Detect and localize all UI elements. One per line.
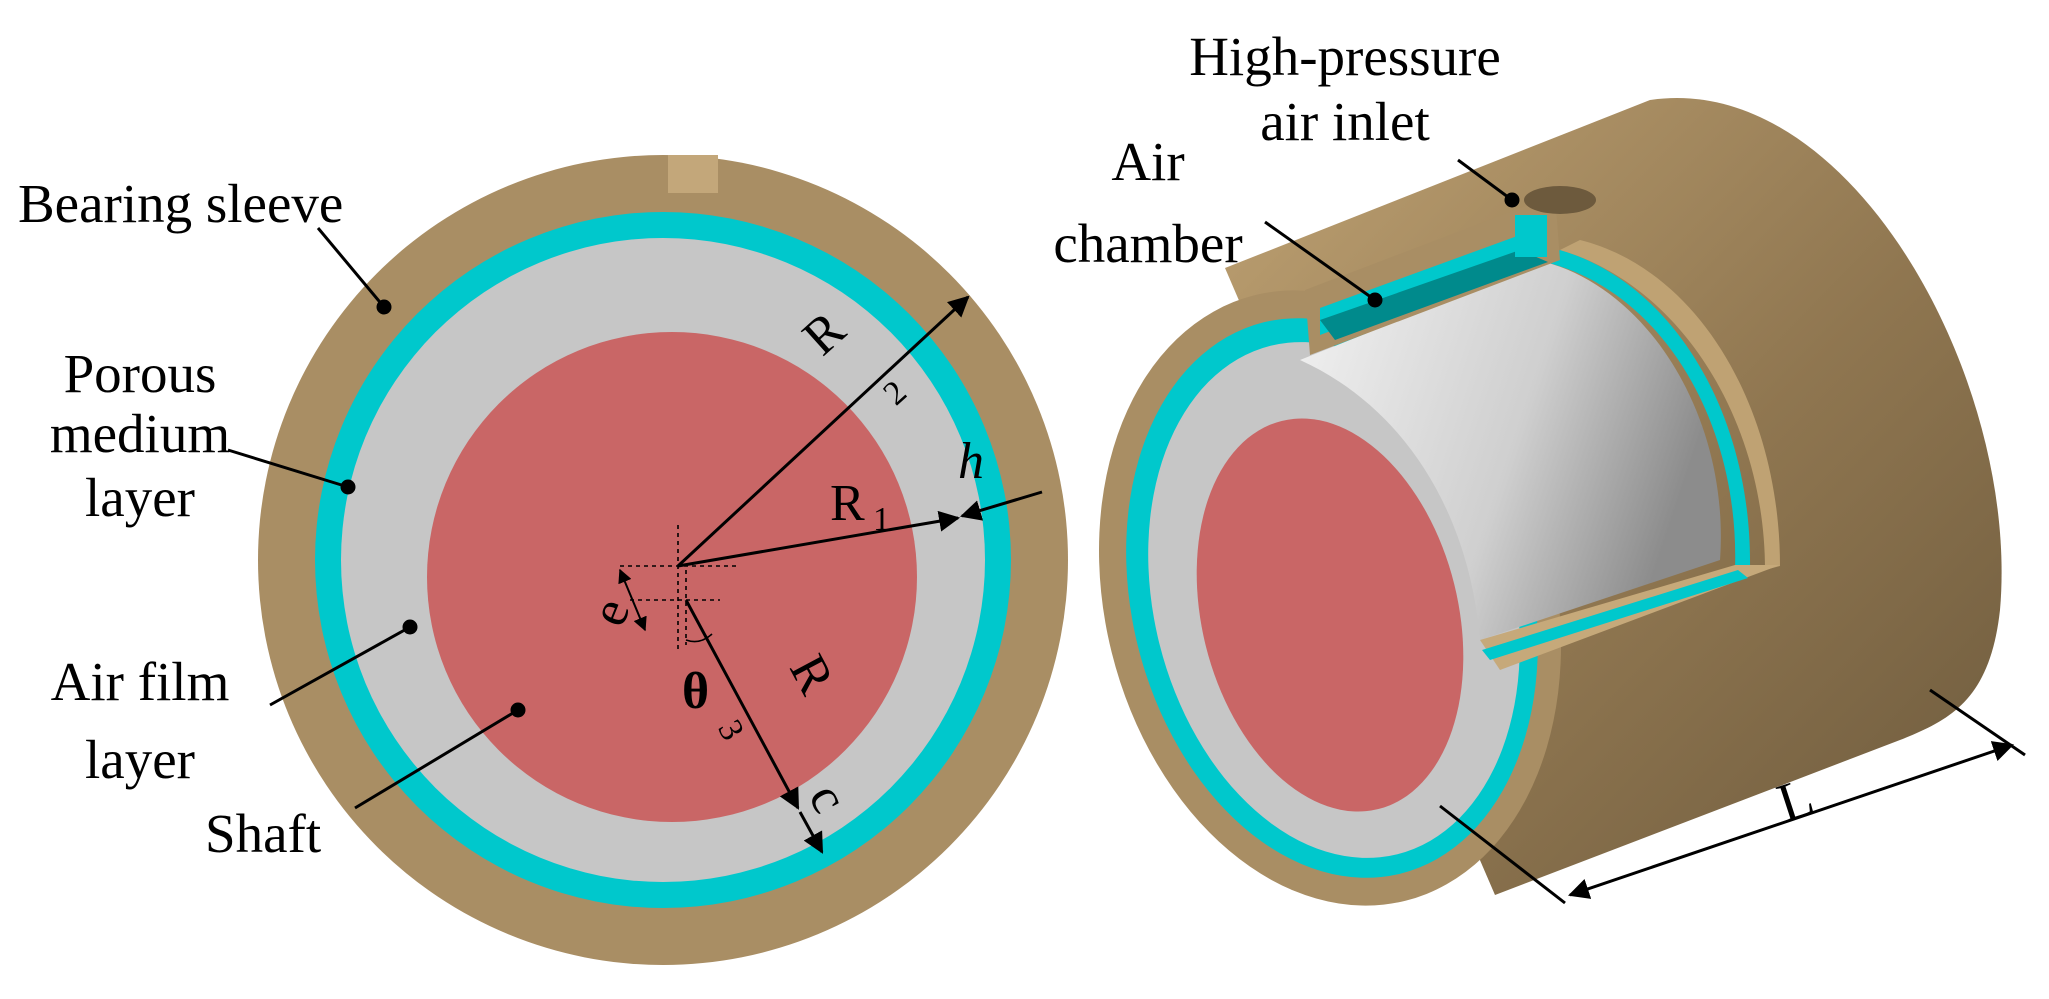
cut-edge-sleeve [1560,240,1780,570]
label-inlet-line1: High-pressure [1189,26,1501,87]
inlet-hole [1524,186,1596,214]
e-line [618,568,647,632]
c-line [798,811,824,854]
label-air-film-line2: layer [85,729,195,790]
shaft-disc [427,332,917,822]
r2-line [676,295,970,568]
left-cross-section: Bearing sleeve Porous medium layer Air f… [18,155,1068,965]
inlet-notch [668,155,718,193]
label-chamber-line1: Air [1111,131,1184,192]
length-dimension-line [1568,741,2014,899]
label-bearing-sleeve: Bearing sleeve [18,173,343,234]
front-shaft-face [1196,418,1464,812]
cut-bottom-porous [1482,570,1748,660]
h-line [959,490,1043,521]
inlet-port [1515,215,1547,257]
symbol-theta: θ [682,663,709,720]
right-cutaway-view: High-pressure air inlet Air chamber L [1053,26,2026,906]
label-shaft: Shaft [205,803,321,864]
label-inlet-line2: air inlet [1260,91,1430,152]
label-chamber-line2: chamber [1053,213,1242,274]
symbol-r1: R [830,475,865,532]
label-air-film-line1: Air film [51,651,230,712]
leader-lines-left [227,227,526,810]
label-porous-line1: Porous [64,343,217,404]
air-chamber-channel-shade [1320,250,1548,340]
inner-bore-surface [1300,262,1721,640]
r3-line [684,599,800,810]
symbol-h: h [958,433,984,490]
leader-lines-right [1264,158,2026,905]
label-porous-line3: layer [85,467,195,528]
label-porous-line2: medium [50,403,230,464]
cut-edge-porous [1545,250,1751,570]
r1-line [677,510,961,568]
theta-arc [685,633,713,643]
symbol-r1-subscript: 1 [873,501,890,538]
